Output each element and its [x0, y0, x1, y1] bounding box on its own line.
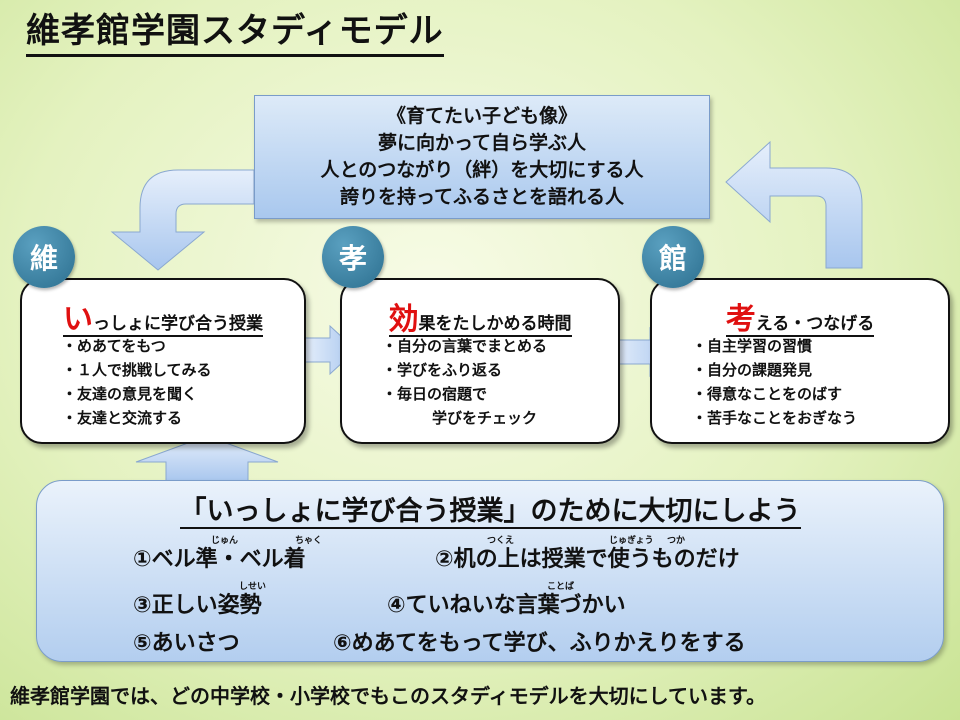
stage-box-3: 考える・つなげる ・自主学習の習慣 ・自分の課題発見 ・得意なことをのばす ・苦…: [650, 278, 950, 444]
ideal-line: 誇りを持ってふるさとを語れる人: [339, 186, 625, 208]
rules-box: 「いっしょに学び合う授業」のために大切にしよう じゅん ちゃく つくえ じゅぎょ…: [36, 480, 944, 662]
stage-heading-text: っしょに学び合う授業: [93, 314, 263, 334]
ruby-kotoba: ことば: [547, 582, 575, 592]
list-item: 学びをチェック: [432, 409, 538, 427]
stage-list: ・自分の言葉でまとめる ・学びをふり返る ・毎日の宿題で 学びをチェック: [382, 334, 547, 430]
ruby-tsuka: つか: [667, 536, 686, 546]
page-title: 維孝館学園スタディモデル: [26, 8, 444, 57]
list-item: ・毎日の宿題で: [382, 385, 488, 403]
rule-item: ⑥めあてをもって学び、ふりかえりをする: [333, 631, 746, 656]
stage-box-1: いっしょに学び合う授業 ・めあてをもつ ・１人で挑戦してみる ・友達の意見を聞く…: [20, 278, 306, 444]
footer-note: 維孝館学園では、どの中学校・小学校でもこのスタディモデルを大切にしています。: [10, 684, 766, 708]
stage-heading: いっしょに学び合う授業: [22, 294, 304, 338]
badge-kou: 孝: [322, 226, 384, 288]
rules-title: 「いっしょに学び合う授業」のために大切にしよう: [179, 496, 801, 529]
ideal-heading: 《育てたい子ども像》: [386, 105, 577, 127]
stage-heading-initial: 効: [388, 302, 419, 337]
stage-heading-text: える・つなげる: [755, 314, 875, 334]
list-item: ・めあてをもつ: [62, 337, 166, 355]
up-arrow: [135, 435, 279, 483]
list-item: ・１人で挑戦してみる: [62, 361, 212, 379]
ruby-jugyou: じゅぎょう: [609, 536, 654, 546]
stage-heading: 考える・つなげる: [652, 294, 948, 338]
ideal-line: 人とのつながり（絆）を大切にする人: [320, 159, 644, 181]
badge-kan: 館: [642, 226, 704, 288]
left-curved-arrow: [110, 169, 255, 271]
right-curved-arrow: [725, 140, 863, 269]
stage-list: ・めあてをもつ ・１人で挑戦してみる ・友達の意見を聞く ・友達と交流する: [62, 334, 212, 430]
stage-box-2: 効果をたしかめる時間 ・自分の言葉でまとめる ・学びをふり返る ・毎日の宿題で …: [340, 278, 620, 444]
rule-item: ⑤あいさつ: [133, 631, 240, 656]
list-item: ・学びをふり返る: [382, 361, 503, 379]
rule-item: ③正しい姿勢: [133, 593, 262, 618]
list-item: ・自主学習の習慣: [692, 337, 813, 355]
stage-heading: 効果をたしかめる時間: [342, 294, 618, 338]
ruby-tsukue: つくえ: [487, 536, 515, 546]
ruby-chaku: ちゃく: [295, 536, 323, 546]
ideal-child-box: 《育てたい子ども像》 夢に向かって自ら学ぶ人 人とのつながり（絆）を大切にする人…: [254, 95, 710, 219]
stage-heading-initial: い: [63, 302, 93, 337]
ruby-jun: じゅん: [211, 536, 239, 546]
list-item: ・自分の課題発見: [692, 361, 813, 379]
list-item: ・苦手なことをおぎなう: [692, 409, 858, 427]
stage-heading-initial: 考: [725, 302, 756, 337]
stage-heading-text: 果をたしかめる時間: [418, 314, 572, 334]
ideal-line: 夢に向かって自ら学ぶ人: [377, 132, 587, 154]
rule-item: ①ベル準・ベル着: [133, 547, 306, 572]
ruby-shisei: しせい: [239, 582, 267, 592]
list-item: ・得意なことをのばす: [692, 385, 843, 403]
stage-list: ・自主学習の習慣 ・自分の課題発見 ・得意なことをのばす ・苦手なことをおぎなう: [692, 334, 857, 430]
badge-i: 維: [13, 226, 75, 288]
list-item: ・友達の意見を聞く: [62, 385, 198, 403]
rule-item: ②机の上は授業で使うものだけ: [435, 547, 740, 572]
list-item: ・自分の言葉でまとめる: [382, 337, 548, 355]
list-item: ・友達と交流する: [62, 409, 183, 427]
rule-item: ④ていねいな言葉づかい: [387, 593, 626, 618]
